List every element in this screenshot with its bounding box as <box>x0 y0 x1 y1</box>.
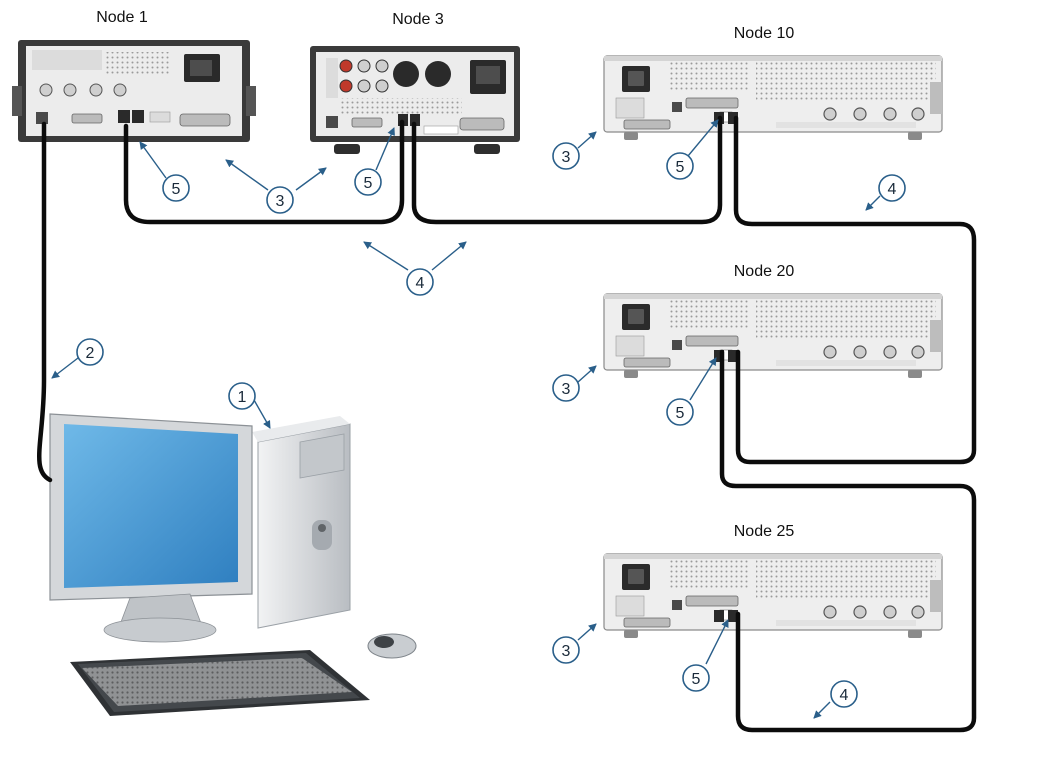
node20-instrument <box>603 293 943 379</box>
callout-1: 1 <box>228 382 256 410</box>
node10-label: Node 10 <box>734 25 795 42</box>
node1-label: Node 1 <box>96 9 148 26</box>
callout-3-node25: 3 <box>552 636 580 664</box>
svg-text:5: 5 <box>676 405 685 422</box>
node1-instrument <box>12 40 256 142</box>
desktop-computer-icon <box>49 413 417 716</box>
node3-label: Node 3 <box>392 11 444 28</box>
callout-5-node25: 5 <box>682 664 710 692</box>
svg-text:3: 3 <box>562 643 571 660</box>
node20-label: Node 20 <box>734 263 795 280</box>
svg-text:3: 3 <box>562 381 571 398</box>
callout-5-node3: 5 <box>354 168 382 196</box>
cable-node20-to-node25 <box>719 349 977 733</box>
cable-computer-to-node1 <box>37 121 53 483</box>
callout-5-node1: 5 <box>162 174 190 202</box>
svg-text:3: 3 <box>276 193 285 210</box>
svg-text:2: 2 <box>86 345 95 362</box>
svg-text:5: 5 <box>364 175 373 192</box>
callout-3-node20: 3 <box>552 374 580 402</box>
node10-instrument <box>603 55 943 141</box>
svg-text:3: 3 <box>562 149 571 166</box>
callout-2: 2 <box>76 338 104 366</box>
cable-node10-to-node20 <box>733 115 977 465</box>
node25-label: Node 25 <box>734 523 795 540</box>
svg-text:5: 5 <box>676 159 685 176</box>
svg-text:4: 4 <box>416 275 425 292</box>
callout-4-bottom-left: 4 <box>406 268 434 296</box>
svg-text:4: 4 <box>840 687 849 704</box>
svg-text:5: 5 <box>692 671 701 688</box>
callout-5-node20: 5 <box>666 398 694 426</box>
svg-text:5: 5 <box>172 181 181 198</box>
callout-4-node10-node20: 4 <box>878 174 906 202</box>
callout-3-node10: 3 <box>552 142 580 170</box>
callout-3-node1-node3: 3 <box>266 186 294 214</box>
svg-text:1: 1 <box>238 389 247 406</box>
cable-node1-to-node3 <box>123 119 405 225</box>
callout-4-node25: 4 <box>830 680 858 708</box>
callout-5-node10: 5 <box>666 152 694 180</box>
node25-instrument <box>603 553 943 639</box>
cable-node3-to-node10 <box>411 115 723 225</box>
network-cables <box>37 115 977 733</box>
callout-leaders <box>51 119 881 719</box>
svg-text:4: 4 <box>888 181 897 198</box>
